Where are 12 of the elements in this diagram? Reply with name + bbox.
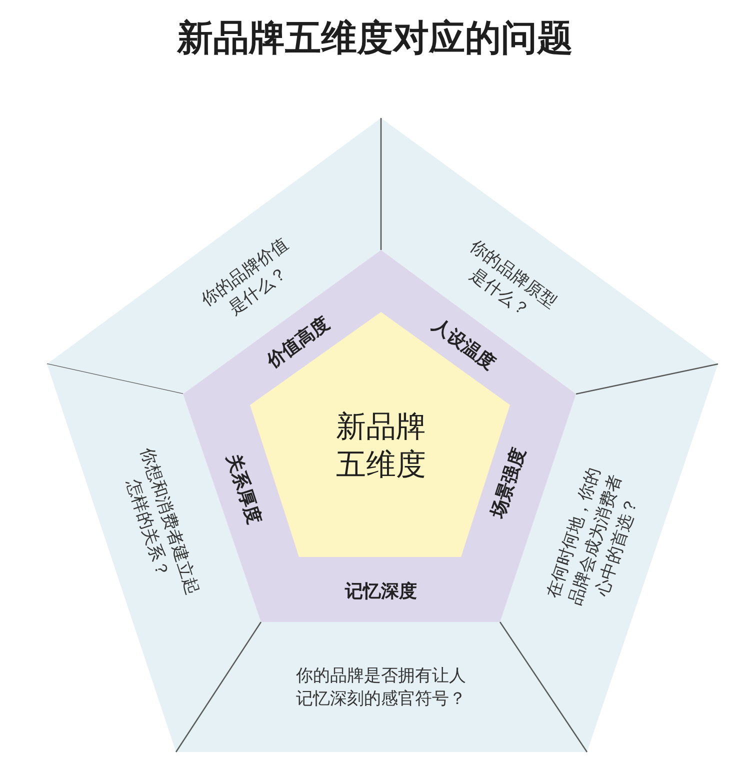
dimension-label: 记忆深度 [345,580,417,603]
question-text: 你的品牌是否拥有让人记忆深刻的感官符号？ [295,665,467,711]
diagram-title: 新品牌五维度对应的问题 [176,17,574,61]
question-text: 在何时何地，你的品牌会成为消费者心中的首选？ [542,464,644,610]
center-title: 新品牌五维度 [335,408,427,484]
pentagon-segment [47,364,261,752]
dimension-label: 场景强度 [486,445,531,521]
dimension-label: 关系厚度 [221,451,266,527]
pentagon-segment [176,622,587,752]
pentagon-segment [47,118,381,394]
pentagon-segment [381,118,718,394]
question-text: 你想和消费者建立起怎样的关系？ [121,444,204,600]
